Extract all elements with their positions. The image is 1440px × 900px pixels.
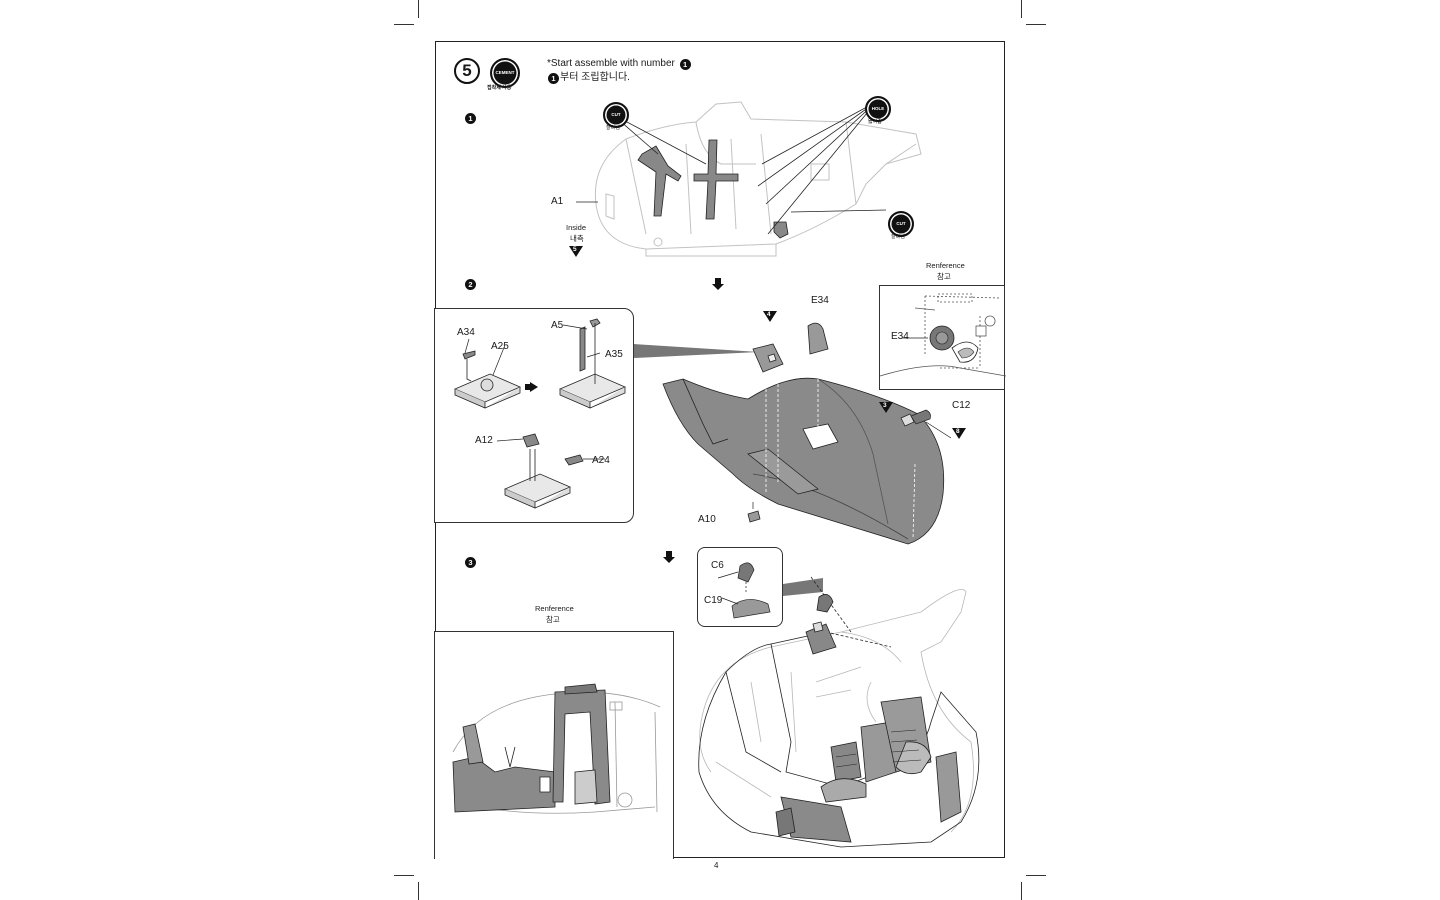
part-label-c12: C12 <box>952 400 971 411</box>
crop-mark <box>418 882 419 900</box>
part-label-a1: A1 <box>551 196 564 207</box>
crop-mark <box>1026 875 1046 876</box>
reference-title-ko: 참고 <box>937 272 951 281</box>
step-number-badge: 5 <box>454 58 480 84</box>
inside-label-ko: 내측 <box>570 234 584 243</box>
part-label-a25: A25 <box>491 341 509 352</box>
reference-cockpit-diagram <box>452 683 661 814</box>
part-label-a10: A10 <box>698 514 716 525</box>
part-label-a35: A35 <box>605 349 623 360</box>
cut-label-ko: 잘라냄 <box>606 125 620 131</box>
reference-part-e34: E34 <box>891 331 909 342</box>
step2-subassembly-diagram <box>453 318 627 509</box>
part-c12-shape <box>900 409 952 439</box>
cement-label-ko: 접착제 사용 <box>487 85 512 91</box>
instruction-page: 5 CEMENT 접착제 사용 *Start assemble with num… <box>434 41 1007 859</box>
page-number: 4 <box>714 861 719 870</box>
part-label-a34: A34 <box>457 327 475 338</box>
cut-label-ko-2: 잘라냄 <box>891 234 905 240</box>
substep-2-badge: 2 <box>465 279 476 290</box>
part-label-c19: C19 <box>704 595 723 606</box>
crop-mark <box>418 0 419 18</box>
reference2-title-ko: 참고 <box>546 615 560 624</box>
reference-triangle-8: 8 <box>952 428 966 439</box>
step2-subassembly-panel: A34 A25 A5 A35 A12 A24 <box>434 308 634 523</box>
substep-1-badge: 1 <box>465 113 476 124</box>
reference-panel-e34: E34 <box>879 285 1007 390</box>
crop-mark <box>1026 24 1046 25</box>
reference-step-triangle: 5 <box>569 246 583 257</box>
number-one-icon: 1 <box>548 73 559 84</box>
reference-cockpit-panel <box>434 631 674 859</box>
reference-title-en: Renference <box>926 261 965 270</box>
cockpit-floor-diagram <box>662 322 945 545</box>
crop-mark <box>394 24 414 25</box>
hole-icon: HOLE <box>865 96 891 122</box>
arrow-down-icon <box>663 551 675 563</box>
instruction-en: *Start assemble with number 1 <box>547 58 691 70</box>
pointer-wedge <box>634 344 759 358</box>
part-label-c6: C6 <box>711 560 724 571</box>
part-label-e34: E34 <box>811 295 829 306</box>
crop-mark <box>1021 882 1022 900</box>
crop-mark <box>394 875 414 876</box>
reference-triangle-4: 4 <box>763 311 777 322</box>
substep-3-badge: 3 <box>465 557 476 568</box>
cockpit-assembled-diagram <box>698 576 980 848</box>
reference-e34-diagram <box>879 293 1007 377</box>
cut-icon: CUT <box>603 102 629 128</box>
step3-parts-panel: C6 C19 <box>697 547 783 627</box>
crop-mark <box>1021 0 1022 18</box>
hole-label-ko: 뚫어줌 <box>868 119 882 125</box>
part-label-a24: A24 <box>592 455 610 466</box>
inside-label-en: Inside <box>566 223 587 232</box>
part-label-a12: A12 <box>475 435 493 446</box>
pointer-wedge-2 <box>783 578 823 596</box>
arrow-down-icon <box>712 278 724 290</box>
cement-icon: CEMENT <box>490 58 520 88</box>
reference-triangle-3: 3 <box>879 402 893 413</box>
cut-icon-2: CUT <box>888 211 914 237</box>
step3-parts-diagram <box>717 562 771 619</box>
reference2-title-en: Renference <box>535 604 574 613</box>
fuselage-a1-diagram <box>576 101 922 257</box>
part-label-a5: A5 <box>551 320 564 331</box>
step-number: 5 <box>462 61 472 80</box>
number-one-icon: 1 <box>679 59 691 70</box>
